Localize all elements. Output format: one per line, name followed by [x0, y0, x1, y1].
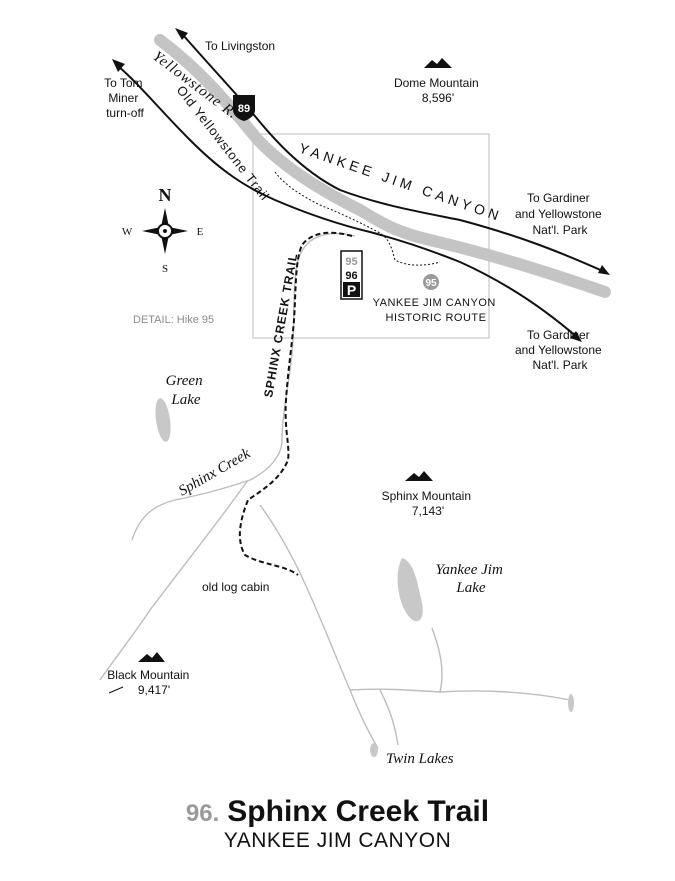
highway-number: 89 — [238, 103, 250, 115]
title-block: 96. Sphinx Creek Trail YANKEE JIM CANYON — [0, 795, 675, 853]
label-tom-miner: To Tom Miner turn-off — [104, 76, 146, 120]
label-twin-lakes: Twin Lakes — [386, 751, 454, 767]
compass-north: N — [159, 185, 172, 205]
map-subtitle: YANKEE JIM CANYON — [223, 829, 452, 852]
label-detail: DETAIL: Hike 95 — [133, 314, 214, 326]
compass-rose: N S E W — [122, 185, 204, 275]
label-sphinx-creek-trail: SPHINX CREEK TRAIL — [261, 252, 300, 399]
old-yellowstone-trail-road — [117, 65, 579, 339]
highway-89 — [182, 34, 606, 273]
label-yankee-jim-canyon: YANKEE JIM CANYON — [297, 140, 505, 225]
label-gardiner-lower: To Gardiner and Yellowstone Nat'l. Park — [515, 328, 605, 372]
trailhead-marker: 95 96 P — [340, 250, 363, 300]
marker-95-label: 95 — [345, 256, 357, 268]
twin-lakes-shape-2 — [568, 694, 574, 712]
label-black-mountain: Black Mountain 9,417' — [107, 668, 192, 697]
label-dome-mountain: Dome Mountain 8,596' — [394, 76, 482, 105]
green-lake-shape — [155, 398, 171, 442]
map-title: 96. Sphinx Creek Trail — [0, 795, 675, 829]
label-yankee-jim-lake: Yankee Jim Lake — [435, 562, 506, 596]
highway-89-shield: 89 — [233, 95, 255, 121]
gardiner-upper-arrow — [598, 265, 610, 275]
label-green-lake: Green Lake — [166, 373, 207, 408]
label-old-log-cabin: old log cabin — [202, 580, 269, 594]
sphinx-creek-trail-route — [238, 231, 353, 576]
route-95-marker: 95 — [423, 274, 439, 290]
label-gardiner-upper: To Gardiner and Yellowstone Nat'l. Park — [515, 191, 605, 237]
label-livingston: To Livingston — [205, 39, 275, 53]
gardiner-lower-arrow — [570, 331, 582, 342]
yellowstone-river — [154, 34, 611, 298]
label-sphinx-mountain: Sphinx Mountain 7,143' — [382, 489, 475, 518]
hike-number: 96. — [185, 800, 220, 827]
black-mountain-pointer-icon — [108, 686, 124, 694]
tom-miner-arrow — [112, 59, 125, 72]
streams — [99, 232, 571, 749]
livingston-arrow — [175, 28, 188, 40]
mountain-icon — [138, 58, 452, 662]
historic-route — [274, 171, 441, 266]
compass-south: S — [162, 263, 168, 275]
compass-west: W — [122, 226, 133, 238]
parking-label: P — [347, 282, 356, 298]
twin-lakes-shape-1 — [370, 743, 378, 757]
compass-east: E — [197, 226, 204, 238]
label-historic-route: YANKEE JIM CANYON HISTORIC ROUTE — [373, 297, 500, 324]
yankee-jim-lake-shape — [397, 558, 423, 622]
hike-name: Sphinx Creek Trail — [227, 795, 490, 828]
svg-text:95: 95 — [425, 278, 437, 289]
marker-96-label: 96 — [345, 270, 357, 282]
detail-box — [252, 133, 490, 339]
